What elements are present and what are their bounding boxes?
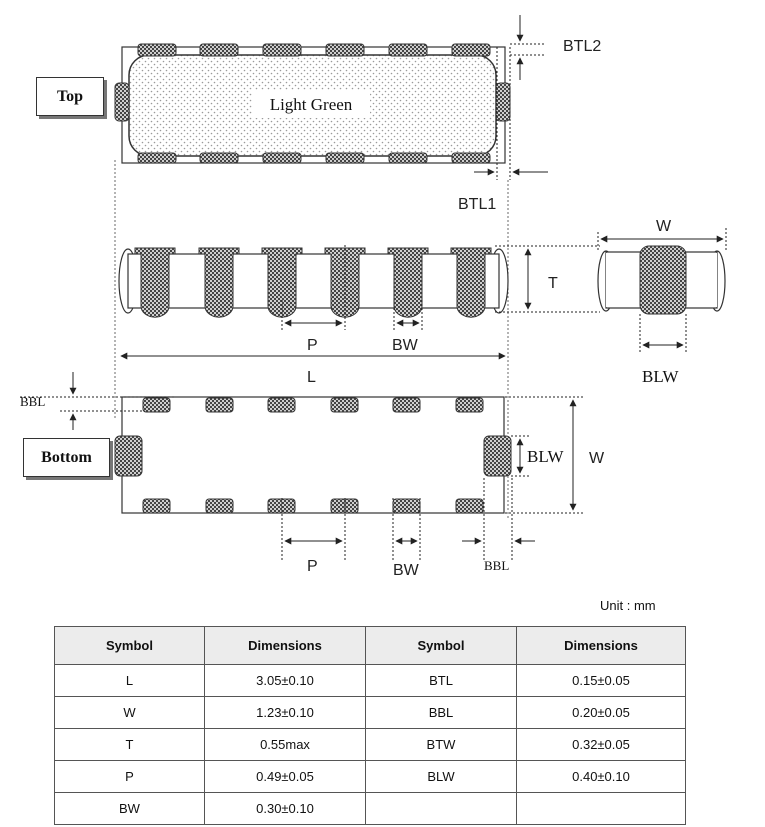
unit-label: Unit : mm (600, 598, 656, 613)
table-header: Dimensions (204, 626, 366, 665)
bbl-top-label: BBL (20, 394, 45, 409)
side-view (118, 247, 509, 318)
table-cell: 0.55max (204, 728, 366, 761)
bottom-view-terminals-bottom (142, 498, 484, 514)
p-bw-mid-dimension (281, 245, 423, 330)
bottom-view-label: Bottom (23, 438, 110, 477)
bbl-top-dimension (20, 372, 175, 430)
t-label: T (548, 275, 558, 292)
table-header: Symbol (54, 626, 205, 665)
table-cell: 0.40±0.10 (516, 760, 686, 793)
p-bottom-label: P (307, 558, 318, 575)
table-cell: BW (54, 792, 205, 825)
btl1-label: BTL1 (458, 196, 496, 213)
table-header-row: Symbol Dimensions Symbol Dimensions (54, 626, 686, 665)
table-header: Symbol (365, 626, 517, 665)
top-view-terminal-right (495, 82, 511, 122)
table-cell: 0.15±0.05 (516, 664, 686, 697)
body-color-label-bg (252, 90, 370, 118)
guide-lines (114, 160, 509, 520)
table-cell: 0.49±0.05 (204, 760, 366, 793)
end-view-terminal (639, 245, 687, 315)
bbl-bottom-label: BBL (484, 558, 509, 573)
t-dimension (495, 245, 600, 313)
table-cell: BLW (365, 760, 517, 793)
table-row: BW 0.30±0.10 (54, 792, 686, 825)
table-cell (365, 792, 517, 825)
table-cell: BBL (365, 696, 517, 729)
table-row: L 3.05±0.10 BTL 0.15±0.05 (54, 664, 686, 697)
bw-mid-label: BW (392, 337, 419, 354)
bottom-view-outline (121, 396, 505, 514)
bw-bottom-label: BW (393, 562, 420, 579)
bottom-view-terminal-right (483, 435, 512, 477)
body-color-label: Light Green (270, 95, 353, 114)
table-cell: T (54, 728, 205, 761)
table-cell (516, 792, 686, 825)
table-row: W 1.23±0.10 BBL 0.20±0.05 (54, 696, 686, 729)
side-view-terminals (134, 247, 492, 318)
table-header: Dimensions (516, 626, 686, 665)
bottom-view-terminal-left (114, 435, 143, 477)
w-bottom-label: W (589, 450, 605, 467)
top-view: Light Green (114, 43, 511, 164)
bottom-view (114, 396, 512, 514)
end-view (597, 245, 726, 315)
table-cell: 1.23±0.10 (204, 696, 366, 729)
table-row: P 0.49±0.05 BLW 0.40±0.10 (54, 760, 686, 793)
w-side-label: W (656, 218, 672, 235)
l-label: L (307, 369, 316, 386)
blw-side-label: BLW (642, 367, 679, 386)
side-view-body (127, 253, 500, 309)
bottom-view-terminals-top (142, 397, 484, 413)
top-view-label: Top (36, 77, 104, 116)
top-view-terminals-bottom (137, 152, 491, 164)
table-cell: W (54, 696, 205, 729)
table-row: T 0.55max BTW 0.32±0.05 (54, 728, 686, 761)
blw-w-bottom-dimension (505, 396, 585, 514)
btl2-label: BTL2 (563, 38, 601, 55)
p-mid-label: P (307, 337, 318, 354)
table-cell: 0.32±0.05 (516, 728, 686, 761)
table-cell: BTW (365, 728, 517, 761)
table-cell: 0.30±0.10 (204, 792, 366, 825)
table-cell: 0.20±0.05 (516, 696, 686, 729)
blw-bottom-label: BLW (527, 447, 564, 466)
component-drawing: Light Green BTL2 BTL1 (20, 15, 727, 579)
table-cell: BTL (365, 664, 517, 697)
table-cell: L (54, 664, 205, 697)
p-bw-bbl-bottom-dimension (281, 478, 535, 560)
btl2-dimension (474, 15, 548, 180)
table-cell: P (54, 760, 205, 793)
top-view-terminals-top (137, 43, 491, 57)
top-view-terminal-left (114, 82, 130, 122)
dimensions-table: Symbol Dimensions Symbol Dimensions L 3.… (54, 626, 686, 825)
table-cell: 3.05±0.10 (204, 664, 366, 697)
w-side-dimension (597, 228, 727, 352)
